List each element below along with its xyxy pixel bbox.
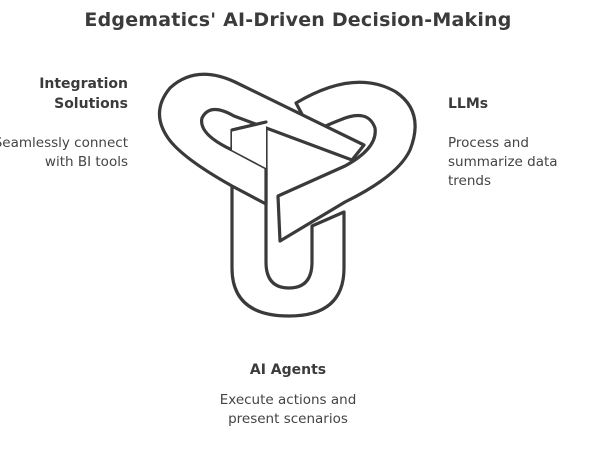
ai-agents-description: Execute actions and present scenarios <box>219 392 357 427</box>
integration-solutions-heading: Integration Solutions <box>39 76 128 112</box>
knot-lobe-left <box>157 72 366 206</box>
llms-heading: LLMs <box>448 96 489 112</box>
knot-crossing-edge <box>230 120 268 132</box>
ai-agents-heading: AI Agents <box>249 362 327 378</box>
diagram-title: Edgematics' AI-Driven Decision-Making <box>84 9 512 31</box>
llms-description: Process and summarize data trends <box>448 135 558 189</box>
knot-lobe-right <box>276 80 417 243</box>
integration-solutions-description: Seamlessly connect with BI tools <box>0 135 128 170</box>
knot-crossing-patch <box>232 122 266 168</box>
